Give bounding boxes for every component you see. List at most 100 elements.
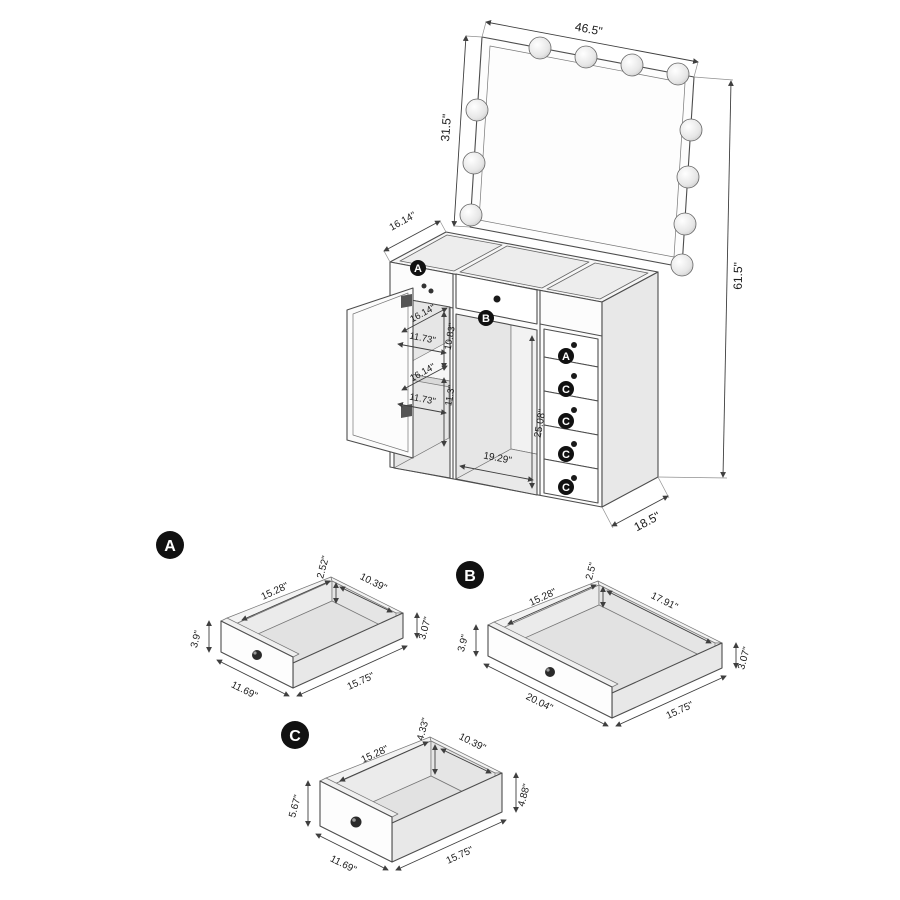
drawer-b-knob-highlight	[546, 668, 550, 672]
light-bulb	[679, 118, 703, 142]
dim-a-inner-height: 2.52"	[315, 554, 332, 580]
ext-line	[693, 61, 699, 78]
dim-c-outer-depth: 15.75"	[445, 845, 476, 867]
dim-line-depth	[611, 495, 669, 527]
ext-line	[465, 35, 483, 38]
dim-line-b-inner-depth	[507, 584, 597, 625]
dim-a-outer-depth: 15.75"	[346, 671, 377, 693]
drawer-b-knob	[493, 295, 501, 303]
detail-drawer-b: B 15.28" 2.5" 17.91" 3.9" 3.07" 15.75" 2…	[456, 561, 753, 727]
callout-b-label: B	[482, 313, 490, 325]
drawer-c-knob	[350, 816, 362, 828]
vanity-cabinet	[346, 231, 659, 508]
dim-line-a-outer-width	[216, 659, 290, 697]
light-bulb	[673, 212, 697, 236]
callout-b	[478, 310, 494, 326]
dim-line-b-outer-depth	[615, 675, 727, 727]
dim-line-c-inner-width	[440, 748, 492, 774]
dim-top-depth: 16.14"	[388, 210, 419, 234]
dim-a-inner-width: 10.39"	[358, 571, 389, 594]
detail-c-callout	[281, 721, 309, 749]
dim-line-a-outer-depth	[296, 645, 408, 697]
dim-a-outer-width: 11.69"	[229, 680, 259, 702]
stack-knob	[571, 407, 577, 413]
vanity-dimensions: 46.5" 31.5" 61.5" 18.5" 16.14" 16.14" 11…	[383, 20, 745, 534]
callout-c2	[558, 413, 574, 429]
light-bulb	[620, 53, 644, 77]
light-bulb	[465, 98, 489, 122]
drawer-b-knob	[545, 667, 555, 677]
dim-b-front-height: 3.9"	[456, 633, 471, 653]
dim-c-inner-width: 10.39"	[457, 731, 488, 754]
detail-drawer-c: C 15.28" 4.33" 10.39" 5.67" 4.88" 15.75"…	[281, 716, 533, 876]
vanity-callouts: A B A C C C C	[410, 260, 574, 495]
dim-b-outer-depth: 15.75"	[665, 700, 696, 722]
callout-a-top-label: A	[414, 263, 422, 275]
callout-c3-label: C	[562, 449, 570, 461]
ext-line	[453, 225, 471, 228]
dim-shelf-top-height: 10.83"	[443, 322, 459, 351]
callout-c1	[558, 381, 574, 397]
dim-a-side-height: 3.07"	[417, 615, 434, 641]
drawer-c-knob-highlight	[352, 818, 356, 822]
dim-shelf-top-width: 11.73"	[408, 331, 436, 347]
dim-shelf-bottom-width: 11.73"	[408, 392, 436, 408]
dim-line-shelf-bottom-width	[397, 402, 447, 415]
dim-line-c-outer-depth	[395, 819, 507, 871]
dim-line-mirror-height	[451, 35, 469, 227]
dim-shelf-bottom-height: 11.3"	[443, 384, 458, 407]
detail-a-callout	[156, 531, 184, 559]
stack-knob	[571, 441, 577, 447]
dim-mirror-height: 31.5"	[438, 113, 454, 142]
dim-c-outer-width: 11.69"	[328, 854, 358, 876]
dim-line-b-outer-width	[483, 663, 609, 727]
callout-c4	[558, 479, 574, 495]
door-knob-screw	[428, 288, 434, 294]
dim-line-mirror-width	[485, 20, 699, 64]
callout-a-stack-label: A	[562, 351, 570, 363]
top-tray-right	[546, 262, 649, 300]
dim-c-front-height: 5.67"	[287, 793, 304, 819]
light-bulb	[670, 253, 694, 277]
dim-line-shelf-top-depth	[401, 307, 448, 333]
vanity-mirror	[459, 36, 703, 277]
detail-b-callout-label: B	[464, 568, 476, 585]
stack-knob	[571, 475, 577, 481]
detail-c-callout-label: C	[289, 728, 301, 745]
dim-line-c-inner-depth	[339, 741, 429, 782]
dim-b-outer-width: 20.04"	[524, 691, 555, 714]
callout-a-top	[410, 260, 426, 276]
dim-b-side-height: 3.07"	[736, 645, 753, 671]
top-tray-middle	[459, 245, 590, 289]
callout-a-stack	[558, 348, 574, 364]
dim-line-shelf-top-width	[397, 342, 447, 355]
ext-line	[383, 250, 391, 263]
door-panel-inset	[352, 292, 409, 453]
detail-a-callout-label: A	[164, 538, 176, 555]
light-bulb	[459, 203, 483, 227]
detail-drawer-a: A 15.28" 2.52" 10.39" 3.9" 3.07" 15.75" …	[156, 531, 434, 702]
dim-c-side-height: 4.88"	[516, 782, 533, 808]
door-knob	[421, 283, 427, 289]
dim-line-a-inner-depth	[241, 580, 331, 621]
stack-knob	[571, 342, 577, 348]
dim-kneehole-height: 25.08"	[533, 408, 549, 438]
light-bulb	[528, 36, 552, 60]
door-panel	[346, 287, 414, 459]
light-bulb	[462, 151, 486, 175]
light-bulb	[666, 62, 690, 86]
dim-mirror-width: 46.5"	[574, 20, 604, 39]
dim-line-top-depth	[383, 220, 441, 252]
front-rail-line-right	[539, 323, 603, 337]
detail-b-callout	[456, 561, 484, 589]
drawer-a-knob	[252, 650, 262, 660]
callout-c1-label: C	[562, 384, 570, 396]
callout-c3	[558, 446, 574, 462]
light-bulb	[574, 45, 598, 69]
dim-line-c-outer-width	[315, 833, 389, 871]
ext-line	[481, 21, 487, 38]
dim-line-b-inner-width	[606, 590, 712, 644]
dim-overall-height: 61.5"	[731, 262, 745, 290]
dim-line-overall-height	[720, 80, 734, 478]
